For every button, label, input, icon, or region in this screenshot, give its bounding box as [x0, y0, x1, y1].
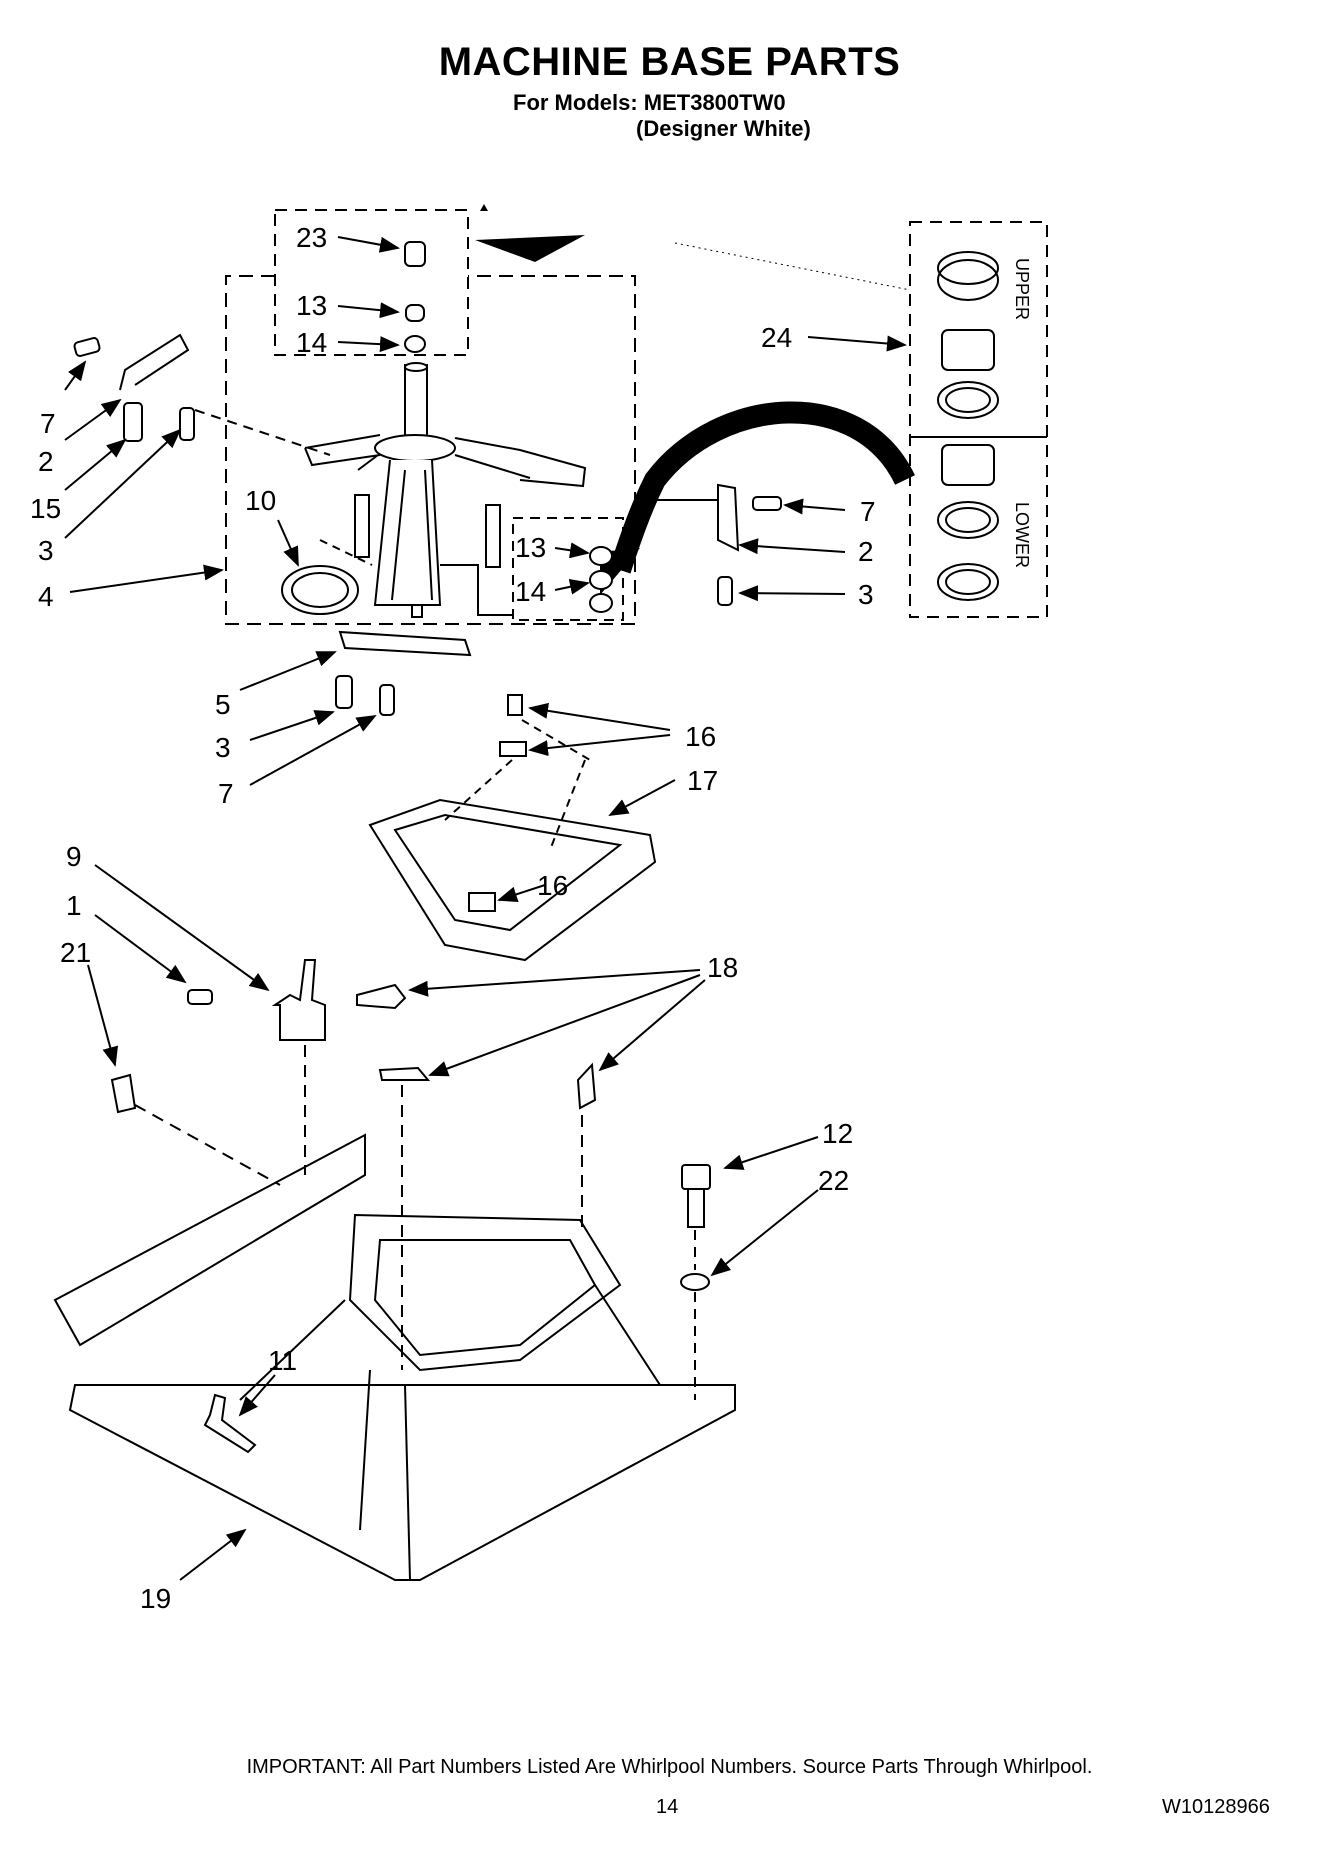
- callout-19: 19: [140, 1583, 171, 1614]
- pointer-arrow-top: [475, 235, 585, 262]
- bearing-stack-box: [274, 209, 469, 356]
- callout-16-top: 16: [685, 721, 716, 752]
- models-line: For Models: MET3800TW0: [513, 90, 786, 115]
- kit-lower-ring-b: [937, 563, 999, 601]
- part-3-right: [717, 576, 733, 606]
- callout-12: 12: [822, 1118, 853, 1149]
- kit-upper-label: UPPER: [1012, 258, 1032, 320]
- part-15: [123, 402, 143, 442]
- callout-13: 13: [296, 290, 327, 321]
- callout-18: 18: [707, 952, 738, 983]
- part-12-head: [681, 1164, 711, 1190]
- part-7-right: [752, 496, 782, 511]
- part-18-c: [576, 1062, 597, 1110]
- part-14-lower-b: [589, 593, 613, 613]
- mechanism-box: [225, 275, 636, 625]
- part-14: [404, 335, 426, 353]
- callout-10: 10: [245, 485, 276, 516]
- part-3-left: [179, 407, 195, 441]
- part-17-frame: [368, 798, 657, 962]
- part-12-shank: [687, 1188, 705, 1228]
- part-3-mid: [335, 675, 353, 709]
- callout-13-lower: 13: [515, 532, 546, 563]
- part-11: [203, 1393, 257, 1454]
- callout-1: 1: [66, 890, 82, 921]
- variant-line: (Designer White): [636, 116, 811, 141]
- callout-2-left: 2: [38, 446, 54, 477]
- callout-9: 9: [66, 841, 82, 872]
- part-7-mid: [379, 684, 395, 716]
- callout-7-right: 7: [860, 496, 876, 527]
- callout-3-left: 3: [38, 535, 54, 566]
- callout-4: 4: [38, 581, 54, 612]
- part-9: [271, 959, 326, 1041]
- curved-arrow: [609, 401, 915, 574]
- callout-2-right: 2: [858, 536, 874, 567]
- callout-22: 22: [818, 1165, 849, 1196]
- page-title: MACHINE BASE PARTS: [438, 40, 901, 84]
- part-5: [338, 630, 472, 657]
- part-18-b: [378, 1066, 431, 1081]
- part-1: [187, 989, 213, 1005]
- spider-hub: [374, 434, 456, 462]
- part-14-lower-a: [589, 570, 613, 590]
- callout-7-mid: 7: [218, 778, 234, 809]
- kit-lower-ring-a: [937, 501, 999, 539]
- kit-lower-gear: [941, 444, 995, 486]
- part-13: [405, 304, 425, 322]
- spider-arms: [304, 434, 587, 488]
- part-13-lower: [589, 546, 613, 566]
- callout-14: 14: [296, 327, 327, 358]
- callout-23: 23: [296, 222, 327, 253]
- bearing-kit-box: [909, 221, 1048, 618]
- part-16-bottom: [468, 892, 496, 912]
- kit-upper-seal: [937, 259, 999, 301]
- part-7-left: [73, 337, 101, 357]
- page-number: 14: [656, 1796, 679, 1818]
- callout-15: 15: [30, 493, 61, 524]
- part-2-left: [119, 333, 190, 391]
- part-16-top: [507, 694, 523, 716]
- part-23: [404, 241, 426, 267]
- callout-5: 5: [215, 689, 231, 720]
- kit-upper-ring: [937, 381, 999, 419]
- part-19-base: [68, 1384, 736, 1581]
- callout-7-left: 7: [40, 408, 56, 439]
- part-21: [110, 1073, 137, 1114]
- callout-3-mid: 3: [215, 732, 231, 763]
- callout-24: 24: [761, 322, 792, 353]
- kit-upper-gear: [941, 329, 995, 371]
- important-note: IMPORTANT: All Part Numbers Listed Are W…: [246, 1756, 1093, 1778]
- part-2-right: [717, 483, 740, 552]
- part-22-washer: [680, 1273, 710, 1291]
- part-10-ring: [281, 565, 359, 615]
- callout-21: 21: [60, 937, 91, 968]
- part-18-a: [356, 983, 407, 1010]
- kit-lower-label: LOWER: [1012, 502, 1032, 568]
- document-code: W10128966: [1162, 1796, 1270, 1818]
- callout-17: 17: [687, 765, 718, 796]
- callout-16-bottom: 16: [537, 870, 568, 901]
- callout-11: 11: [268, 1345, 297, 1376]
- callout-3-right: 3: [858, 579, 874, 610]
- callout-14-lower: 14: [515, 576, 546, 607]
- part-16-mid: [499, 741, 527, 757]
